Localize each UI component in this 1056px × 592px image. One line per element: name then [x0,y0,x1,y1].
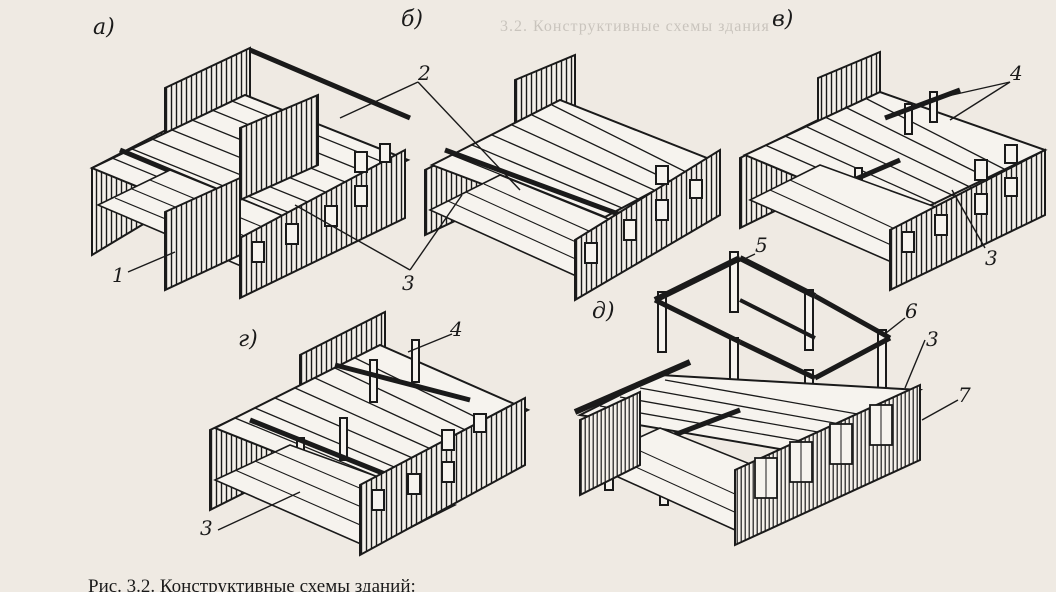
panel-label-b: б) [401,7,423,32]
panel-label-d: д) [592,299,615,324]
callout-3-g: 3 [200,516,213,540]
callout-3-d: 3 [926,327,939,351]
panel-g [209,310,531,557]
panel-d [573,251,924,547]
background-heading: 3.2. Конструктивные схемы здания [500,18,770,35]
callout-1: 1 [112,263,125,287]
leader-lines [127,81,1011,531]
callout-5: 5 [755,233,768,257]
callout-4-v: 4 [1009,61,1023,85]
panel-a [89,46,411,300]
callout-3-v: 3 [985,246,998,270]
callout-2: 2 [417,61,431,85]
panel-label-v: в) [772,7,793,32]
figure-caption: Рис. 3.2. Конструктивные схемы зданий: [88,576,416,592]
panel-label-a: а) [93,15,115,40]
panel-b [424,53,721,302]
callout-3-top: 3 [402,271,415,295]
panel-label-g: г) [238,327,258,352]
callout-7: 7 [958,383,971,407]
callout-4-g: 4 [449,317,463,341]
callout-6: 6 [905,299,918,323]
panel-v [739,50,1048,292]
